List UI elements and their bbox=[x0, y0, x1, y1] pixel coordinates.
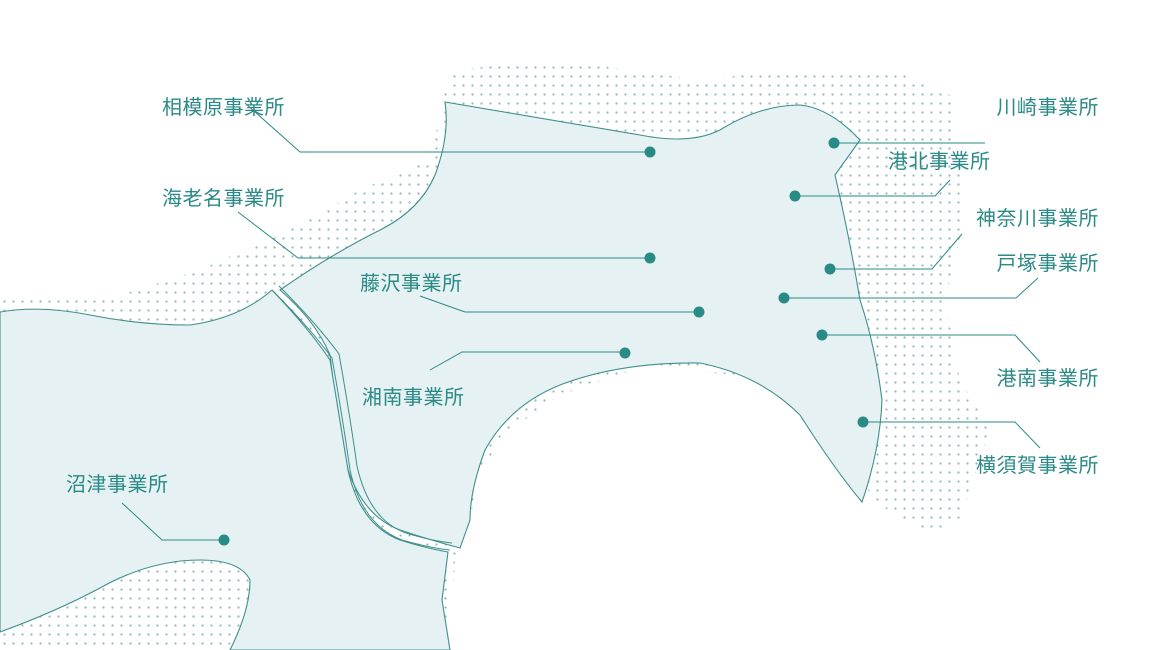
office-label-ebina[interactable]: 海老名事業所 bbox=[162, 186, 285, 210]
office-label-konan[interactable]: 港南事業所 bbox=[997, 366, 1100, 390]
marker-kanagawa[interactable] bbox=[824, 263, 836, 275]
leader-ebina bbox=[237, 211, 650, 259]
office-label-shonan[interactable]: 湘南事業所 bbox=[362, 385, 465, 409]
marker-totsuka[interactable] bbox=[778, 292, 790, 304]
leader-yokosuka bbox=[863, 421, 1041, 449]
leader-kanagawa bbox=[830, 233, 963, 270]
prefecture-border-inner bbox=[278, 285, 453, 544]
leader-numazu bbox=[121, 502, 224, 541]
leader-totsuka bbox=[784, 277, 1039, 299]
office-label-kawasaki[interactable]: 川崎事業所 bbox=[997, 95, 1100, 119]
office-label-sagamihara[interactable]: 相模原事業所 bbox=[162, 95, 285, 119]
region-shapes bbox=[0, 101, 883, 650]
marker-shonan[interactable] bbox=[619, 347, 631, 359]
marker-fujisawa[interactable] bbox=[693, 306, 705, 318]
region-kanagawa-east bbox=[279, 101, 883, 549]
office-label-fujisawa[interactable]: 藤沢事業所 bbox=[360, 271, 463, 295]
leader-sagamihara bbox=[244, 102, 650, 153]
prefecture-border bbox=[271, 289, 451, 551]
leader-konan bbox=[822, 334, 1041, 363]
leader-shonan bbox=[429, 351, 625, 371]
marker-ebina[interactable] bbox=[644, 252, 656, 264]
leader-lines bbox=[121, 102, 1041, 541]
marker-kawasaki[interactable] bbox=[828, 137, 840, 149]
marker-numazu[interactable] bbox=[218, 534, 230, 546]
office-labels: 相模原事業所 川崎事業所 港北事業所 海老名事業所 神奈川事業所 戸塚事業所 藤… bbox=[66, 95, 1099, 496]
office-label-numazu[interactable]: 沼津事業所 bbox=[66, 472, 169, 496]
marker-yokosuka[interactable] bbox=[857, 416, 869, 428]
office-label-totsuka[interactable]: 戸塚事業所 bbox=[997, 251, 1100, 275]
marker-kohoku[interactable] bbox=[789, 190, 801, 202]
office-label-kohoku[interactable]: 港北事業所 bbox=[888, 149, 991, 173]
marker-sagamihara[interactable] bbox=[644, 146, 656, 158]
office-label-yokosuka[interactable]: 横須賀事業所 bbox=[976, 453, 1099, 477]
region-shizuoka-east bbox=[0, 289, 451, 650]
marker-konan[interactable] bbox=[816, 329, 828, 341]
leader-kohoku bbox=[795, 179, 951, 197]
office-markers bbox=[218, 137, 869, 546]
leader-fujisawa bbox=[419, 295, 699, 313]
office-label-kanagawa[interactable]: 神奈川事業所 bbox=[976, 206, 1099, 230]
